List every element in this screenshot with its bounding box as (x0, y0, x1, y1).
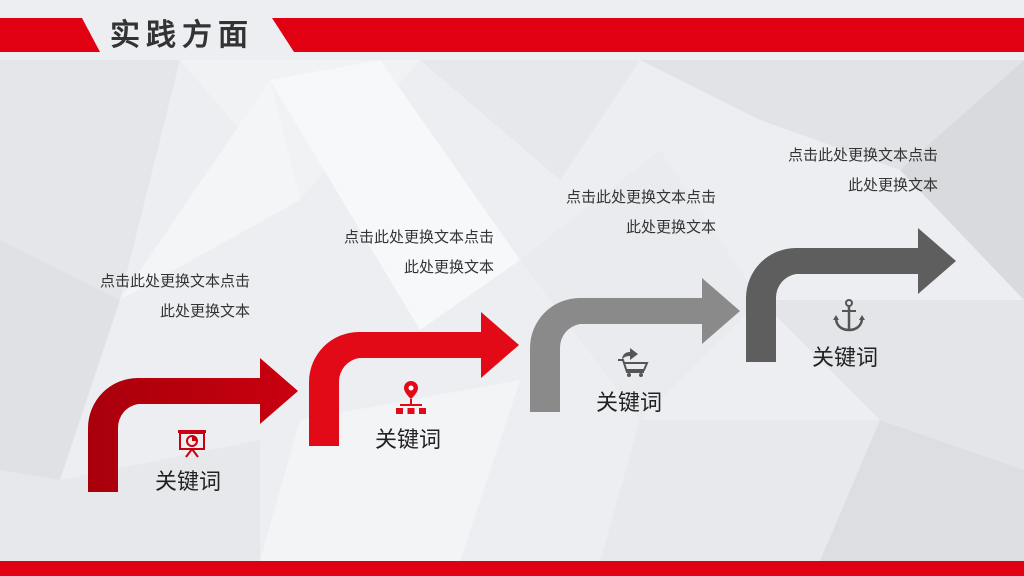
step-4-line-1: 点击此处更换文本点击 (787, 146, 938, 164)
step-1-description: 点击此处更换文本点击 此处更换文本 (40, 266, 250, 326)
step-4-keyword: 关键词 (812, 346, 879, 371)
step-1-line-1: 点击此处更换文本点击 (99, 272, 250, 290)
header-accent-left (0, 18, 100, 52)
step-4-arrow (746, 228, 956, 362)
step-3-line-2: 此处更换文本 (625, 218, 716, 236)
location-network-icon (396, 381, 426, 414)
step-3-description: 点击此处更换文本点击 此处更换文本 (506, 182, 716, 242)
step-2-arrow (309, 312, 519, 446)
step-1-keyword: 关键词 (155, 470, 222, 495)
anchor-icon (833, 299, 865, 332)
step-1-arrow (88, 358, 298, 492)
step-3-arrow (530, 278, 740, 412)
shopping-cart-icon (618, 348, 649, 377)
footer-accent-bar (0, 561, 1024, 576)
step-3-keyword: 关键词 (596, 391, 663, 416)
step-1-line-2: 此处更换文本 (159, 302, 250, 320)
step-4-line-2: 此处更换文本 (847, 176, 938, 194)
step-2-keyword: 关键词 (375, 428, 442, 453)
step-2-line-1: 点击此处更换文本点击 (343, 228, 494, 246)
page-title: 实践方面 (110, 18, 254, 53)
step-4-description: 点击此处更换文本点击 此处更换文本 (728, 140, 938, 200)
step-2-description: 点击此处更换文本点击 此处更换文本 (284, 222, 494, 282)
step-3-line-1: 点击此处更换文本点击 (565, 188, 716, 206)
step-2-line-2: 此处更换文本 (403, 258, 494, 276)
presentation-board-icon (178, 430, 206, 458)
header-accent-right (272, 18, 1024, 52)
